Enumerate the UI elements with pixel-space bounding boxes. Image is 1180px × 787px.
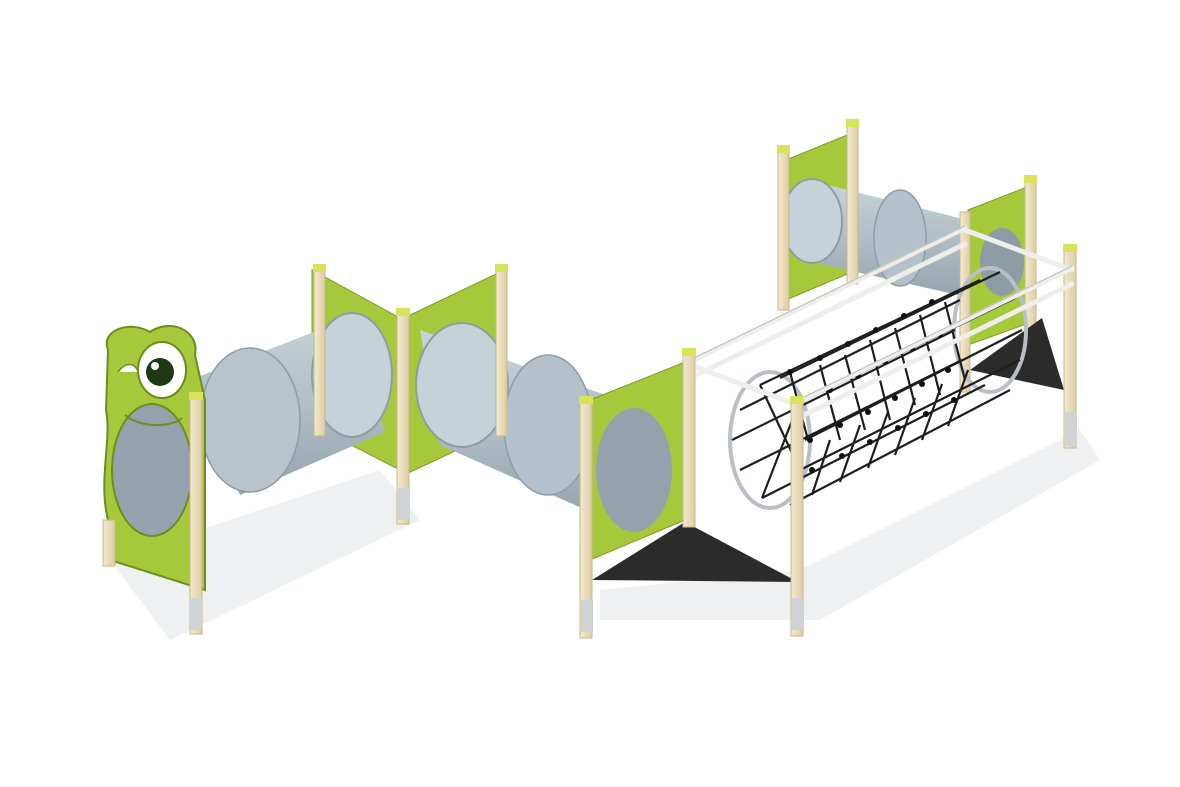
handrails xyxy=(687,225,1075,421)
middle-posts xyxy=(313,264,508,525)
middle-tunnel-tube xyxy=(415,322,620,525)
front-deck xyxy=(592,522,798,582)
left-tunnel-tube xyxy=(190,312,393,495)
handrail-edges xyxy=(689,225,1073,401)
post-footings xyxy=(190,412,1077,632)
ground-shadow xyxy=(110,430,1100,640)
left-posts xyxy=(102,392,203,635)
back-deck xyxy=(970,318,1064,390)
front-right-panel xyxy=(589,361,686,561)
frog-face-icon xyxy=(103,325,206,592)
front-posts xyxy=(579,348,804,639)
right-end-post xyxy=(1063,244,1077,449)
